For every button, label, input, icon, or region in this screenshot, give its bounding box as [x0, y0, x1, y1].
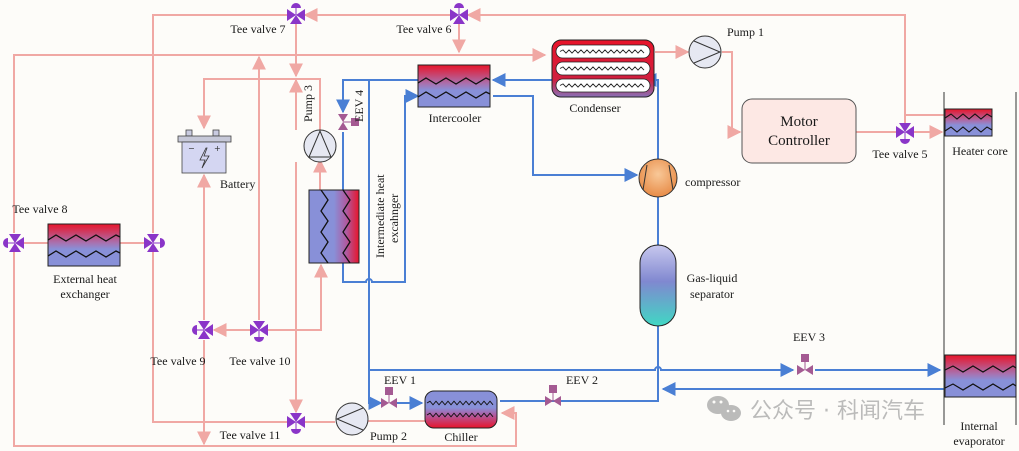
svg-text:+: +	[214, 144, 221, 153]
battery-label: Battery	[220, 177, 255, 191]
intermediate-hx-label-1: Intermediate heat	[373, 174, 387, 258]
tee-valve-5-label: Tee valve 5	[872, 147, 927, 161]
eev-1-label: EEV 1	[384, 373, 416, 387]
pump-2-label: Pump 2	[370, 429, 407, 443]
eev-2-label: EEV 2	[566, 373, 598, 387]
condenser-label: Condenser	[569, 101, 620, 115]
intermediate-heat-exchanger[interactable]	[308, 189, 360, 264]
tee-valves	[3, 3, 914, 434]
coolant-pipe	[152, 252, 287, 423]
tee-valve-6[interactable]	[450, 3, 468, 24]
condenser[interactable]	[551, 39, 655, 98]
eev-4[interactable]	[338, 114, 359, 130]
tee-valve-10-label: Tee valve 10	[229, 354, 290, 368]
external-heat-exchanger[interactable]	[47, 223, 121, 267]
motor-controller-label-1: Motor	[780, 114, 818, 130]
motor-controller-label-2: Controller	[768, 133, 830, 149]
pump-3[interactable]	[303, 129, 337, 163]
tee-valve-9[interactable]	[192, 321, 213, 339]
pump-1[interactable]	[688, 35, 722, 69]
coolant-pipe	[13, 250, 517, 447]
eev-4-label: EEV 4	[352, 90, 366, 122]
internal-evaporator[interactable]	[944, 354, 1017, 398]
battery[interactable]: − +	[177, 129, 232, 174]
eev-2[interactable]	[545, 385, 561, 406]
coolant-pipes	[13, 8, 945, 447]
tee-valve-10[interactable]	[250, 321, 268, 342]
tee-valve-9-label: Tee valve 9	[150, 354, 205, 368]
coolant-pipe	[152, 14, 287, 233]
internal-evaporator-label-2: evaporator	[953, 434, 1004, 448]
refrigerant-pipe	[500, 325, 659, 402]
refrigerant-pipe	[342, 89, 420, 283]
compressor-label: compressor	[685, 175, 740, 189]
svg-text:−: −	[188, 144, 195, 153]
refrigerant-pipe	[368, 370, 383, 410]
coolant-pipe	[268, 263, 328, 331]
compressor[interactable]	[638, 158, 678, 198]
internal-evaporator-label-1: Internal	[960, 419, 998, 433]
tee-valve-external-right[interactable]	[144, 234, 165, 252]
coolant-pipe	[13, 48, 547, 233]
tee-valve-11[interactable]	[287, 413, 305, 434]
tee-valve-7-label: Tee valve 7	[230, 22, 285, 36]
tee-valve-7[interactable]	[287, 3, 305, 24]
separator-label-1: Gas-liquid	[687, 271, 738, 285]
heater-core-label: Heater core	[952, 144, 1008, 158]
chiller[interactable]	[424, 390, 498, 429]
chiller-label: Chiller	[444, 430, 477, 444]
intercooler-label: Intercooler	[429, 111, 482, 125]
tee-valve-11-label: Tee valve 11	[220, 428, 281, 442]
eevs	[338, 114, 813, 408]
pump-2[interactable]	[335, 402, 369, 436]
external-hx-label-1: External heat	[53, 272, 117, 286]
refrigerant-pipe	[369, 363, 795, 377]
coolant-pipe	[197, 78, 321, 130]
motor-controller[interactable]: Motor Controller	[741, 98, 857, 164]
coolant-pipe	[466, 8, 906, 125]
tee-valve-5[interactable]	[896, 123, 914, 144]
refrigerant-pipe	[336, 79, 418, 114]
refrigerant-pipe	[493, 95, 639, 182]
tee-valve-8[interactable]	[3, 234, 24, 252]
external-hx-label-2: exchanger	[60, 287, 109, 301]
tee-valve-8-label: Tee valve 8	[12, 202, 67, 216]
separator-label-2: separator	[690, 287, 734, 301]
eev-1[interactable]	[381, 387, 397, 408]
heater-core[interactable]	[944, 108, 993, 137]
pump-1-label: Pump 1	[727, 25, 764, 39]
intercooler[interactable]	[417, 64, 491, 108]
eev-3[interactable]	[797, 354, 813, 375]
intermediate-hx-label-2: excahnger	[387, 194, 401, 243]
watermark-text: 公众号 · 科闻汽车	[750, 399, 925, 424]
gas-liquid-separator[interactable]	[639, 244, 677, 327]
eev-3-label: EEV 3	[793, 330, 825, 344]
lightning-icon	[199, 147, 210, 169]
tee-valve-6-label: Tee valve 6	[396, 22, 451, 36]
watermark: 公众号 · 科闻汽车	[707, 396, 925, 424]
coolant-pipe	[722, 51, 742, 139]
pump-3-label: Pump 3	[301, 85, 315, 122]
wechat-icon	[707, 396, 741, 421]
